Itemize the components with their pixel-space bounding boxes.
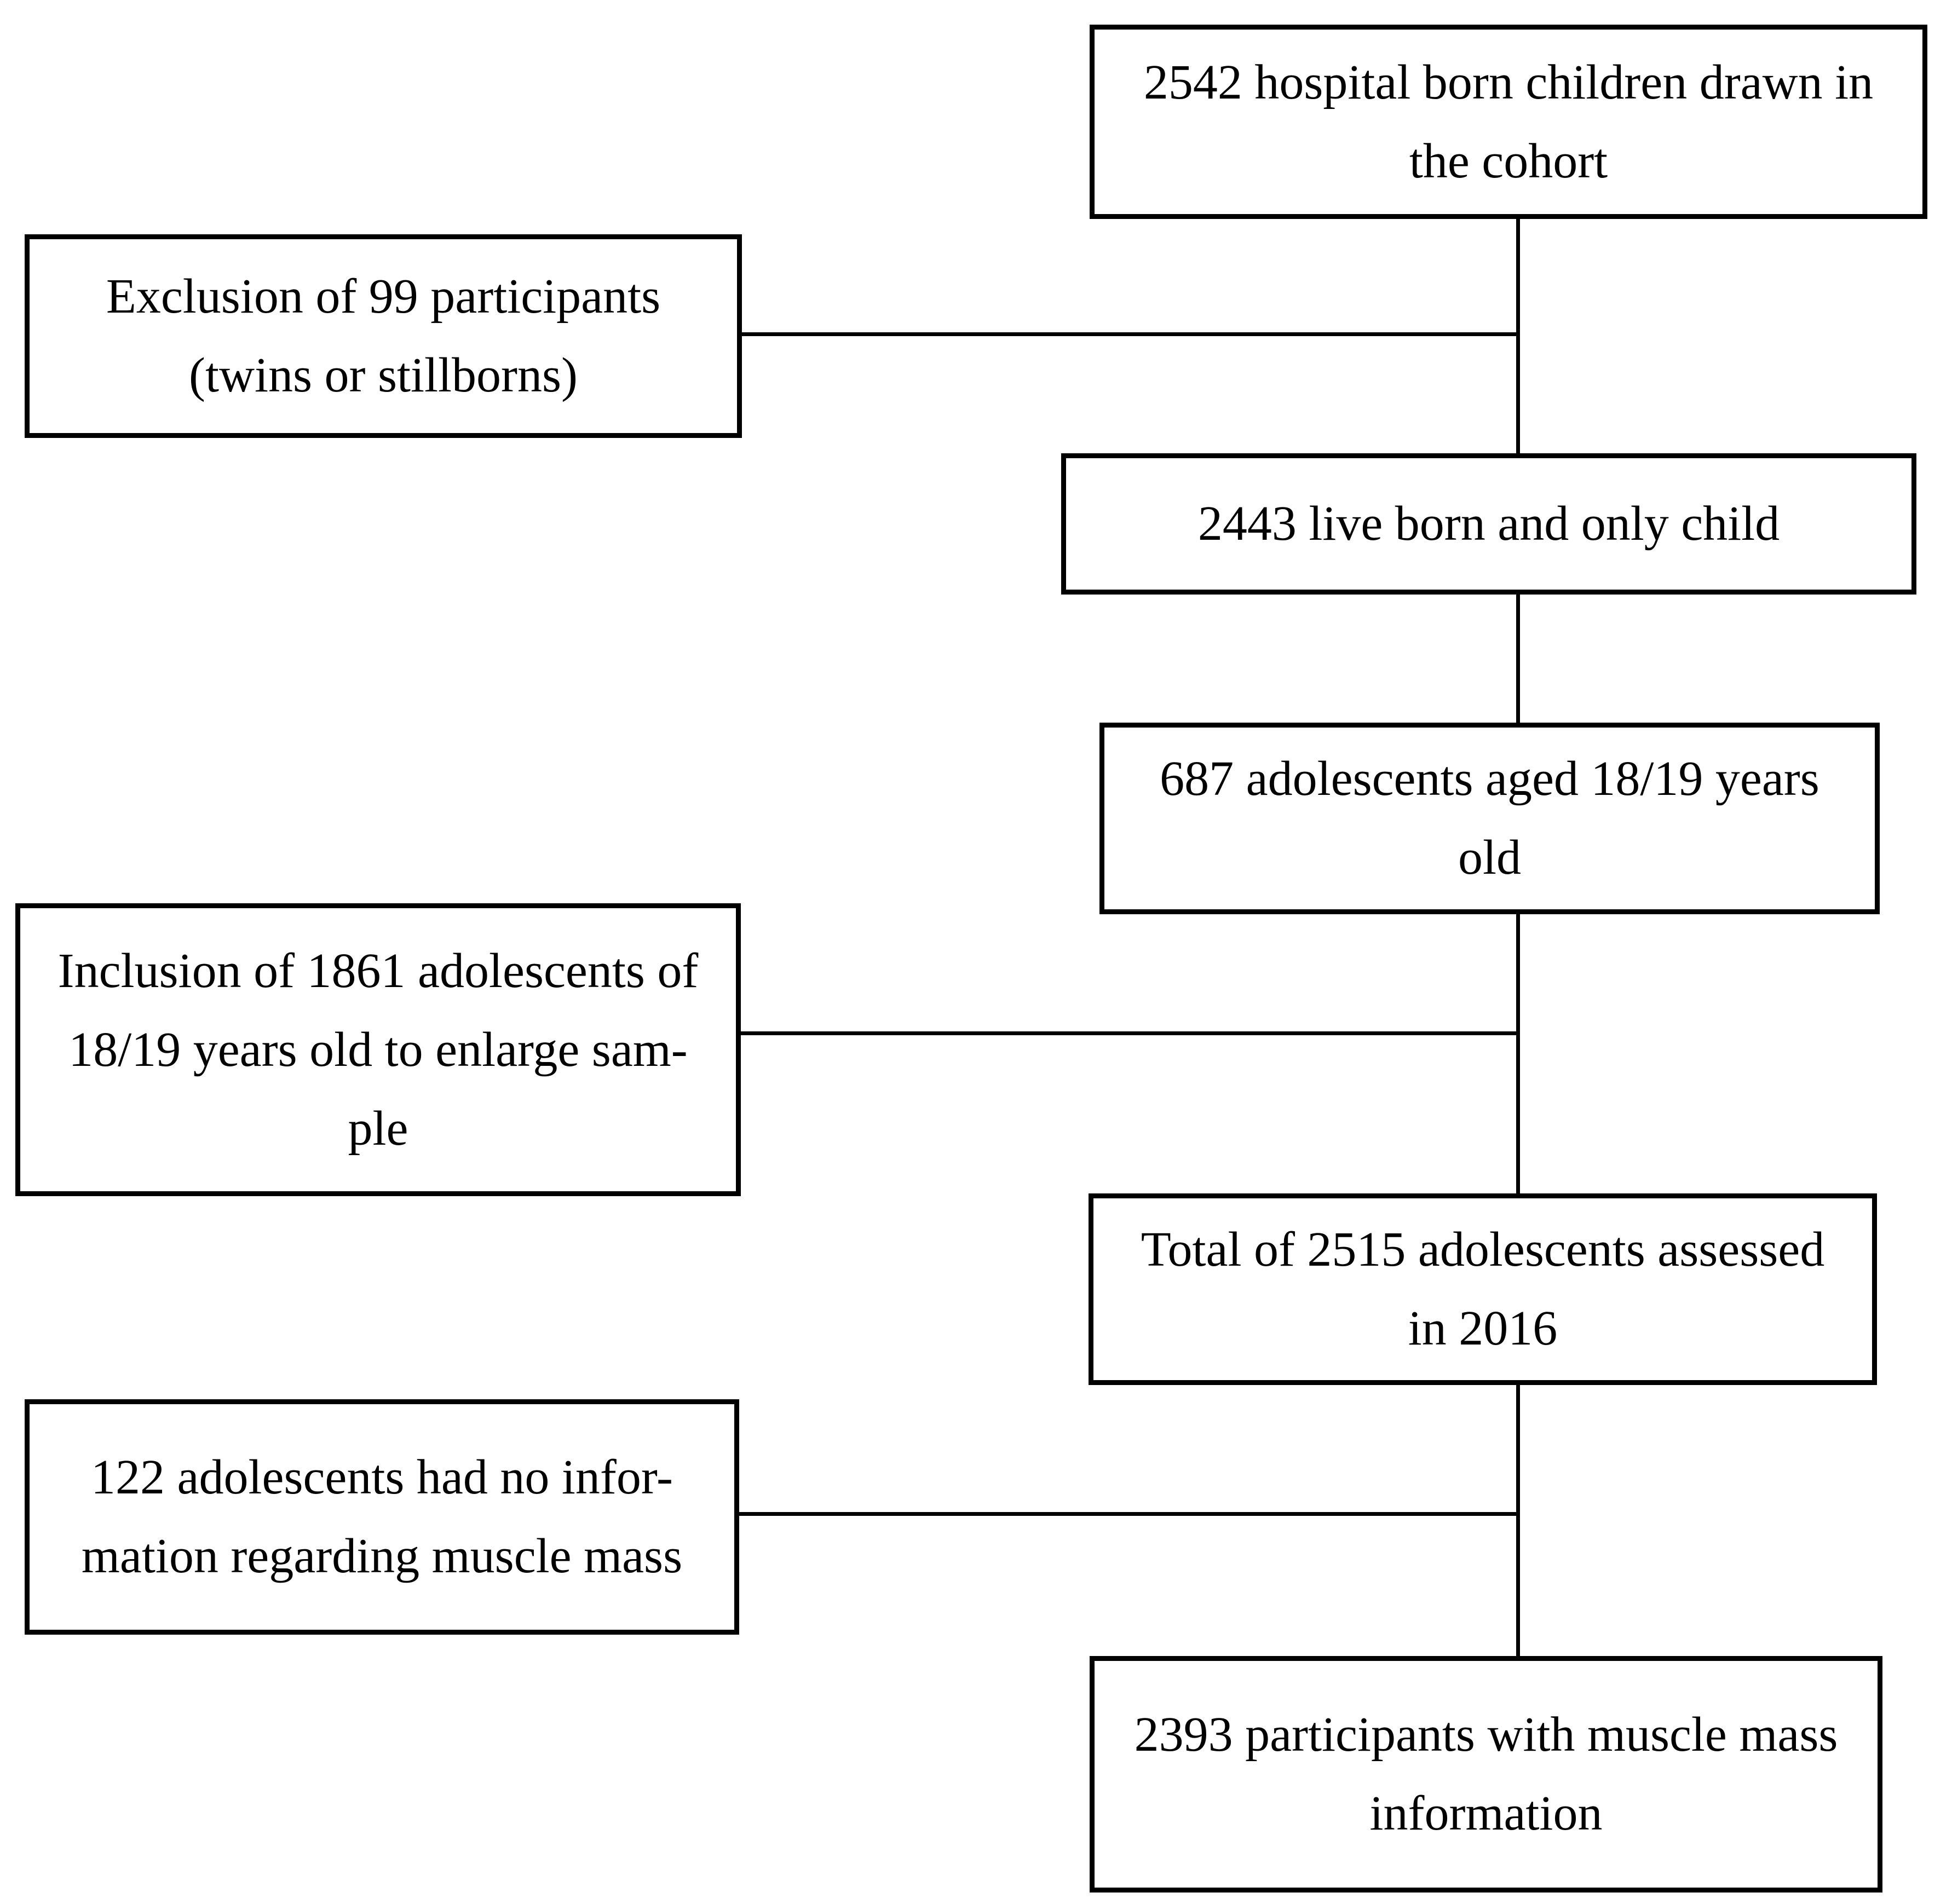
flow-box-text: information (1369, 1786, 1603, 1840)
connector-no-info-branch (739, 1512, 1520, 1516)
flow-box-no-muscle-info: 122 adolescents had no infor- mation reg… (25, 1399, 739, 1635)
connector-exclusion-branch (742, 332, 1520, 336)
flow-box-text: ple (348, 1101, 408, 1156)
connector-live-born-to-adolescents (1516, 595, 1520, 725)
flow-box-inclusion: Inclusion of 1861 adolescents of 18/19 y… (15, 903, 741, 1196)
connector-inclusion-branch (741, 1031, 1520, 1035)
connector-cohort-to-live-born (1516, 219, 1520, 455)
flow-box-text: the cohort (1409, 134, 1608, 188)
flow-box-live-born: 2443 live born and only child (1061, 453, 1916, 595)
flow-box-text: Inclusion of 1861 adolescents of (57, 943, 699, 998)
flow-box-text: 122 adolescents had no infor- (91, 1450, 673, 1504)
flow-box-text: 18/19 years old to enlarge sam- (68, 1022, 688, 1077)
flow-box-text: 2443 live born and only child (1197, 497, 1780, 551)
flow-box-text: 2542 hospital born children drawn in (1143, 55, 1874, 109)
flow-box-text: mation regarding muscle mass (81, 1529, 683, 1583)
flow-box-text: Exclusion of 99 participants (106, 269, 661, 324)
flow-box-text: 2393 participants with muscle mass (1134, 1707, 1838, 1762)
flow-box-text: Total of 2515 adolescents assessed (1141, 1222, 1825, 1277)
flow-box-text: in 2016 (1408, 1301, 1558, 1355)
flow-box-text: (twins or stillborns) (189, 348, 578, 402)
flow-box-adolescents-687: 687 adolescents aged 18/19 years old (1099, 723, 1880, 914)
connector-adolescents-to-total (1516, 914, 1520, 1196)
flow-box-cohort: 2542 hospital born children drawn in the… (1090, 25, 1927, 219)
flow-box-text: old (1458, 830, 1521, 885)
flow-box-text: 687 adolescents aged 18/19 years (1160, 752, 1819, 806)
flow-box-muscle-info: 2393 participants with muscle mass infor… (1090, 1656, 1882, 1893)
connector-total-to-muscle-info (1516, 1385, 1520, 1658)
flow-box-total-assessed: Total of 2515 adolescents assessed in 20… (1089, 1193, 1877, 1385)
flow-box-exclusion: Exclusion of 99 participants (twins or s… (25, 234, 742, 438)
